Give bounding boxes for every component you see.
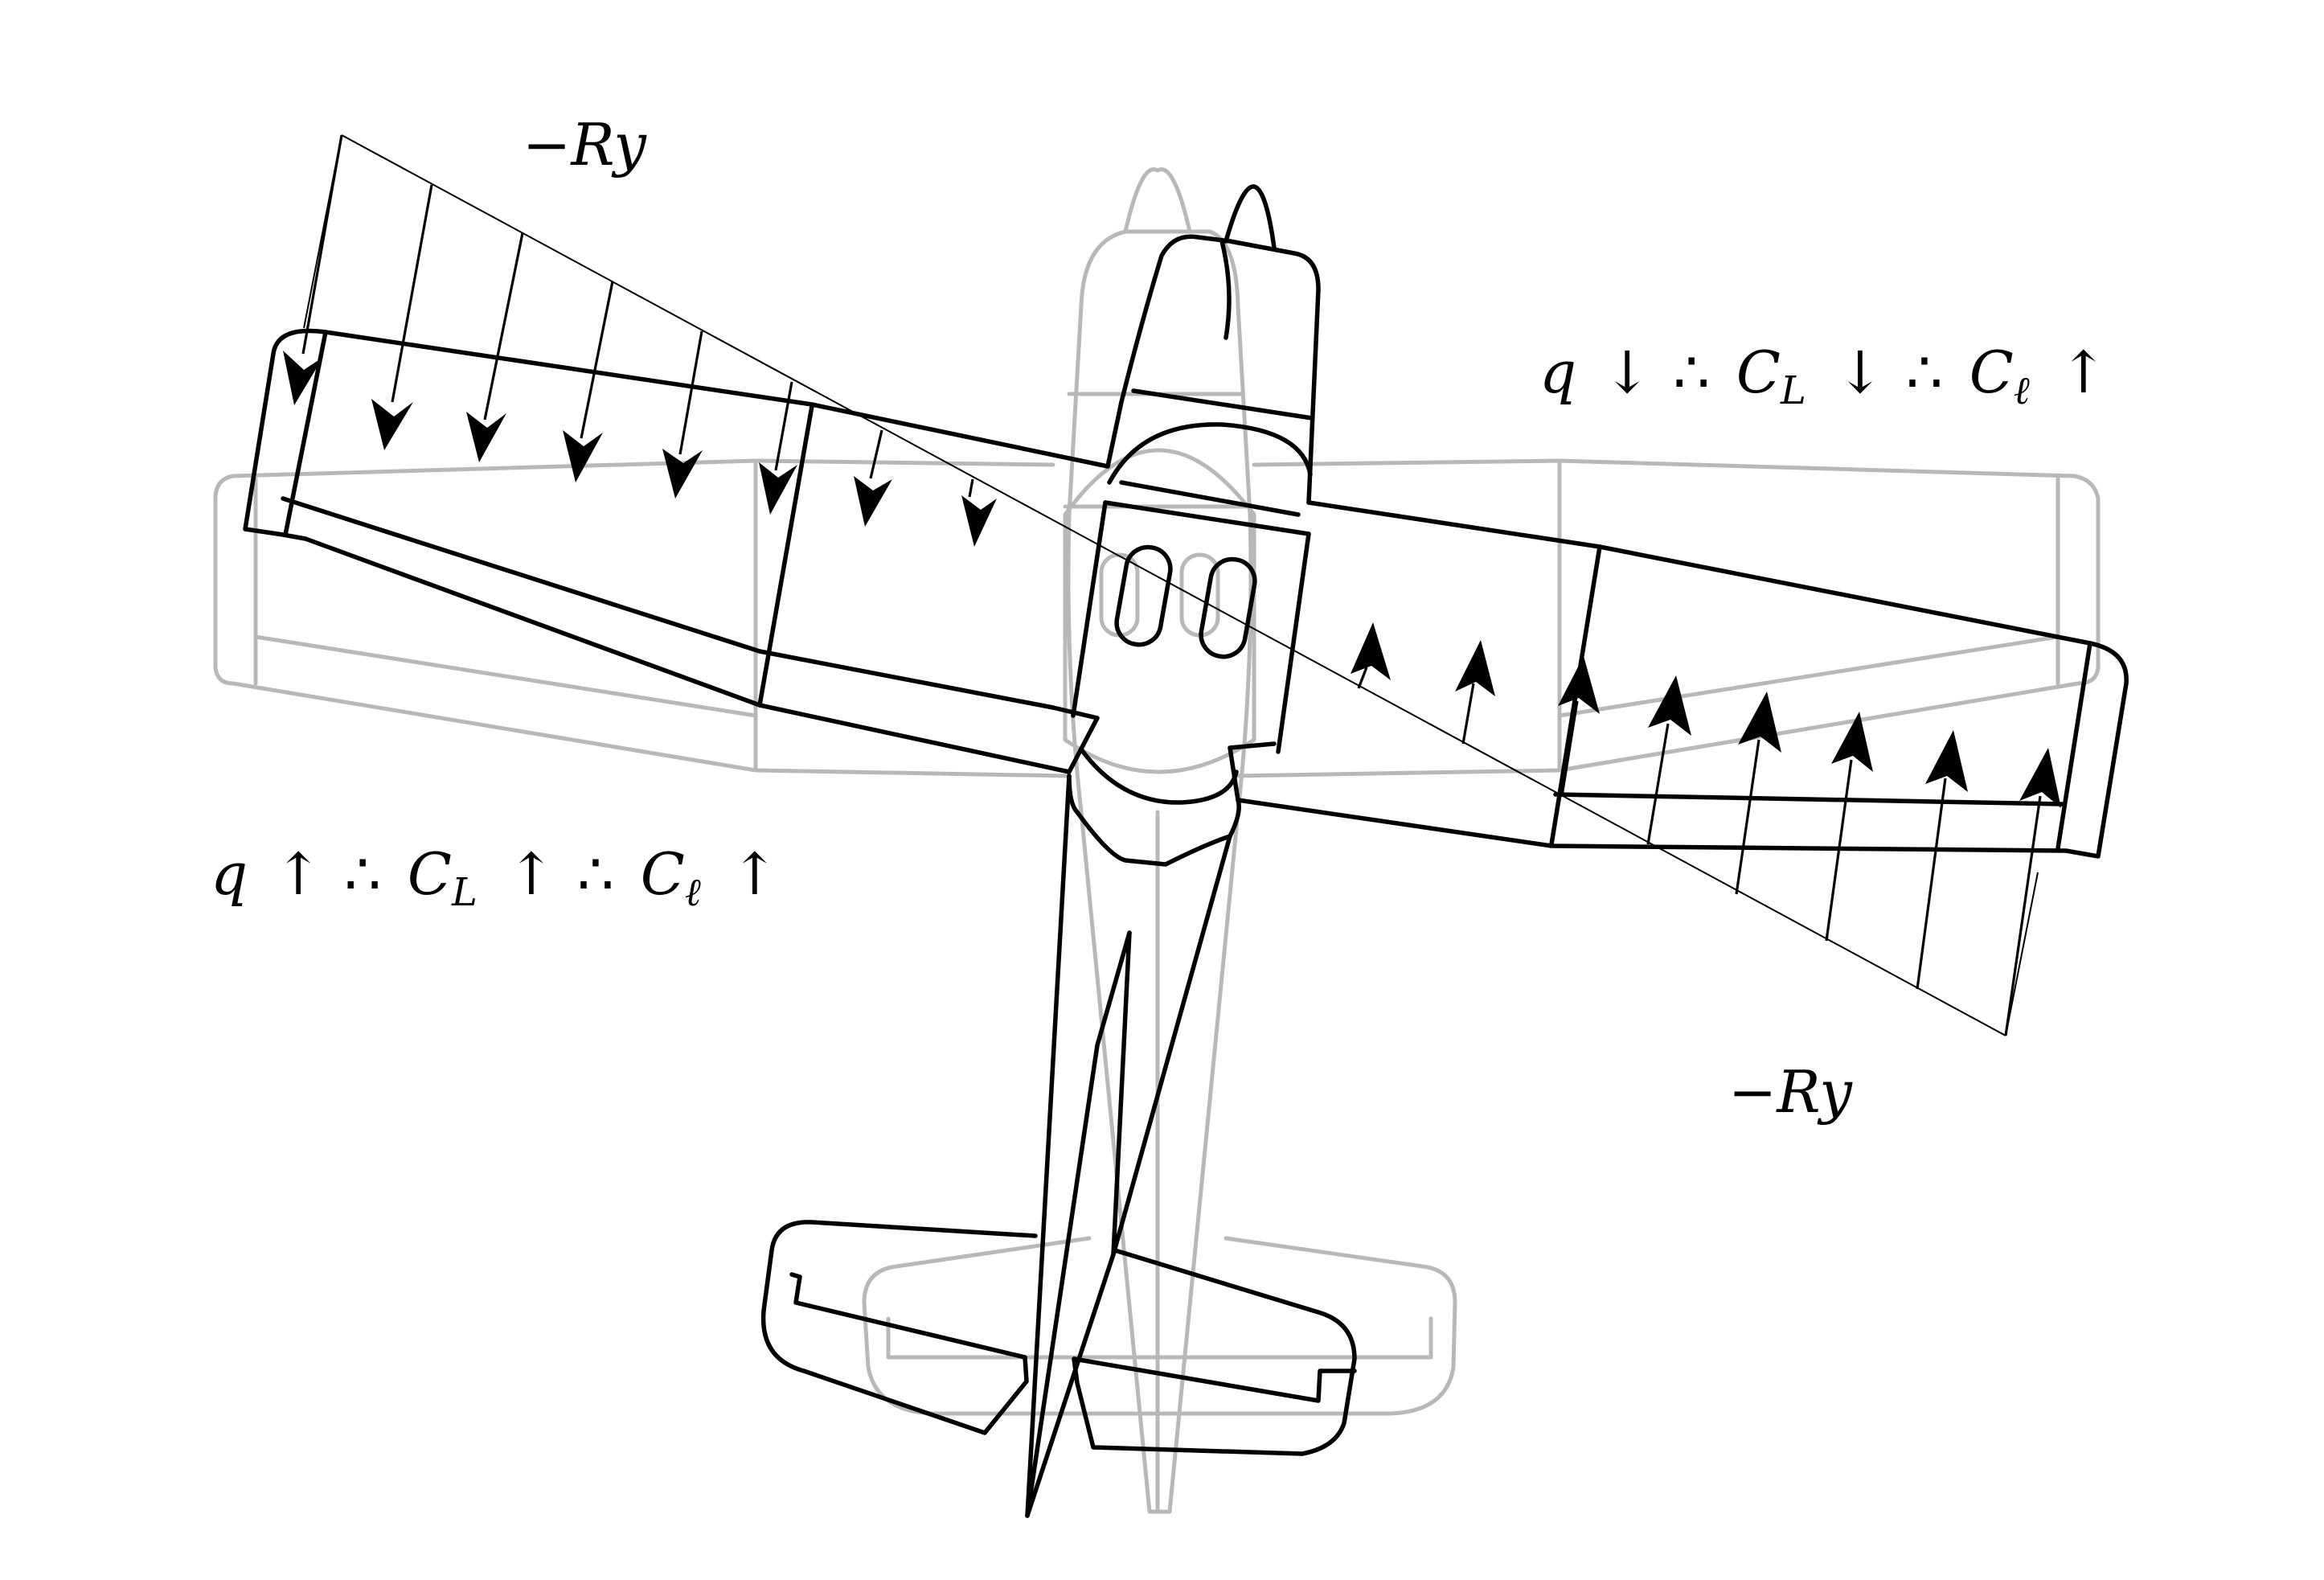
lw-arrow-2: ↑ [507,840,555,908]
lw-arrow-1: ↑ [274,840,322,908]
up-arrow-8 [2004,748,2061,1036]
lw-therefore-2: ∴ [577,840,614,908]
right-wing-aileron [1553,792,2064,806]
ghost-horizontal-tail [862,1236,1457,1416]
seat-right [1199,556,1257,659]
canopy-frame-front [1107,422,1313,485]
ghost-left-aileron-line [253,634,758,718]
fuselage-side-right [1276,531,1311,754]
lw-cl-sub: L [451,870,478,915]
rw-cl-sub: L [1780,368,1806,413]
canopy-frame-top [1119,480,1301,517]
tail-boom-right [1111,834,1232,1257]
up-arrow-4 [1646,675,1691,845]
up-arrow-5 [1735,692,1781,895]
right-envelope-edge [2005,872,2039,1036]
ghost-seat-right [1179,552,1220,638]
down-arrow-7 [854,429,892,527]
label-right-wing-effect: q ↓ ∴ CL ↓ ∴ Cℓ ↑ [1539,339,2108,417]
canopy-frame-line [1103,500,1311,536]
right-wing-load-arrows [1351,622,2061,1036]
rw-arrow-3: ↑ [2060,339,2108,406]
seat-left [1114,544,1173,647]
left-wing-panel-line [757,404,814,708]
tail-boom-inner-1 [1025,930,1132,1518]
down-arrow-1 [283,134,343,405]
ghost-spinner [1123,167,1192,234]
rw-therefore-1: ∴ [1673,339,1710,406]
cowling [1105,234,1321,505]
label-bottom-right-load: −Ry [1728,1058,1853,1126]
lw-croll: C [641,840,685,908]
rw-arrow-2: ↓ [1836,339,1884,406]
lw-therefore-1: ∴ [344,840,381,908]
ghost-left-wing [213,458,1072,778]
ghost-elevator-line [886,1316,1433,1360]
tail-boom-left [1025,774,1072,1518]
fuselage-side-left [1071,500,1108,718]
up-arrow-3 [1558,656,1600,797]
down-arrow-5 [662,330,703,499]
rw-cl: C [1736,339,1781,406]
down-arrow-4 [563,281,614,482]
down-arrow-2 [371,184,433,450]
elevator-left [789,1272,1027,1360]
ghost-right-aileron-line [1557,634,2060,718]
rw-croll-sub: ℓ [2014,368,2030,413]
left-wing-aileron [281,496,1055,710]
rw-therefore-2: ∴ [1906,339,1943,406]
up-arrow-1 [1351,622,1391,689]
down-arrow-3 [466,232,524,462]
lw-croll-sub: ℓ [685,870,701,915]
label-top-left-load: −Ry [523,111,647,179]
spinner [1223,184,1277,250]
lw-q: q [211,840,248,908]
right-wing-outline [1228,500,2129,859]
up-arrow-7 [1916,730,1968,990]
down-arrow-6 [759,381,797,515]
rw-croll: C [1969,339,2014,406]
right-wing-tip [2056,641,2092,851]
lw-cl: C [408,840,452,908]
left-wing-load-arrows [283,134,997,547]
cowl-line [1219,239,1232,340]
down-arrow-8 [961,478,997,547]
rw-q: q [1539,339,1576,406]
horizontal-tail-right [1072,1248,1357,1456]
load-envelope-line [341,134,2006,1036]
rolled-aircraft [243,184,2129,1518]
canopy-rear [1079,747,1239,805]
horizontal-tail-left [760,1220,1038,1435]
cowl-band [1131,388,1314,421]
fuselage-belly [1067,774,1241,867]
label-left-wing-effect: q ↑ ∴ CL ↑ ∴ Cℓ ↑ [211,840,779,919]
up-arrow-2 [1455,640,1495,745]
elevator-right [1072,1356,1357,1403]
lw-arrow-3: ↑ [731,840,779,908]
tail-boom-inner-2 [1025,930,1132,1518]
rw-arrow-1: ↓ [1603,339,1651,406]
up-arrow-6 [1825,712,1873,942]
left-wing-outline [243,328,1110,774]
